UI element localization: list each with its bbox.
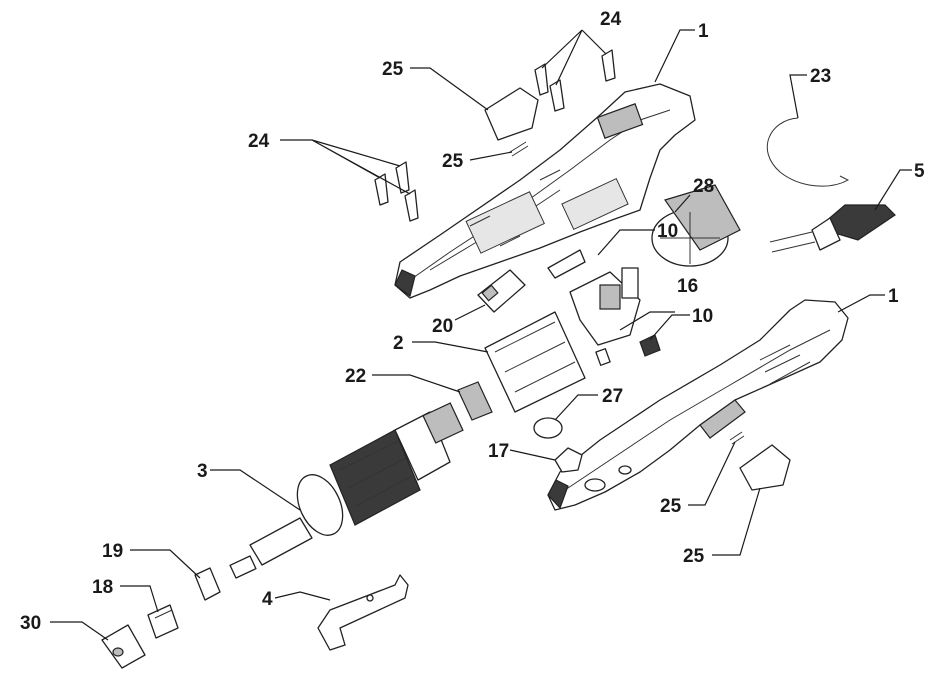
switch-part-10b: [595, 334, 661, 366]
brush-cap-25-top: [484, 87, 539, 141]
button-27: [533, 417, 563, 439]
callout-2: 2: [393, 333, 404, 354]
callout-24-top: 24: [600, 9, 622, 30]
brush-cap-25-bottom: [739, 444, 791, 491]
motor-armature: [229, 402, 464, 579]
callout-27: 27: [602, 386, 623, 407]
bushing-19: [194, 567, 221, 601]
callout-5: 5: [914, 161, 925, 182]
switch-assembly-16: [569, 267, 641, 346]
callout-10-bottom: 10: [692, 306, 713, 327]
nose-cap-30: [101, 624, 146, 669]
callout-22: 22: [345, 366, 366, 387]
screws-24-left: [374, 161, 419, 222]
callout-25-lower: 25: [660, 496, 682, 517]
callout-19: 19: [102, 541, 123, 562]
callout-10-top: 10: [657, 221, 678, 242]
callout-20: 20: [432, 316, 453, 337]
plate-22: [457, 381, 493, 421]
callout-1-top: 1: [698, 21, 709, 42]
spring-25-top: [509, 141, 529, 157]
callout-25-mid: 25: [442, 151, 464, 172]
collet-nut-18: [147, 604, 179, 639]
screws-24-top: [534, 49, 616, 112]
callout-4: 4: [262, 589, 273, 610]
lower-housing-half: [547, 299, 849, 511]
callout-25-top: 25: [382, 59, 404, 80]
callout-25-bottom: 25: [683, 546, 705, 567]
motor-cap-28: [651, 184, 741, 267]
callout-24-left: 24: [248, 131, 270, 152]
circuit-board: [484, 311, 586, 413]
callout-30: 30: [20, 613, 41, 634]
callout-1-right: 1: [888, 286, 899, 307]
power-plug-5: [769, 204, 896, 253]
wrench-4: [317, 574, 409, 651]
brush-holder-20: [477, 269, 526, 313]
lock-lever-17: [554, 447, 583, 473]
switch-part-10a: [547, 249, 586, 279]
callout-17: 17: [488, 441, 509, 462]
spring-25-bottom: [729, 431, 745, 445]
callout-3: 3: [197, 461, 208, 482]
cord-hook-23: [766, 117, 850, 187]
callout-16: 16: [677, 276, 698, 297]
callout-23: 23: [810, 66, 831, 87]
leader-lines: [50, 29, 912, 641]
upper-housing-half: [394, 83, 696, 299]
callout-28: 28: [693, 176, 714, 197]
callout-18: 18: [92, 577, 113, 598]
